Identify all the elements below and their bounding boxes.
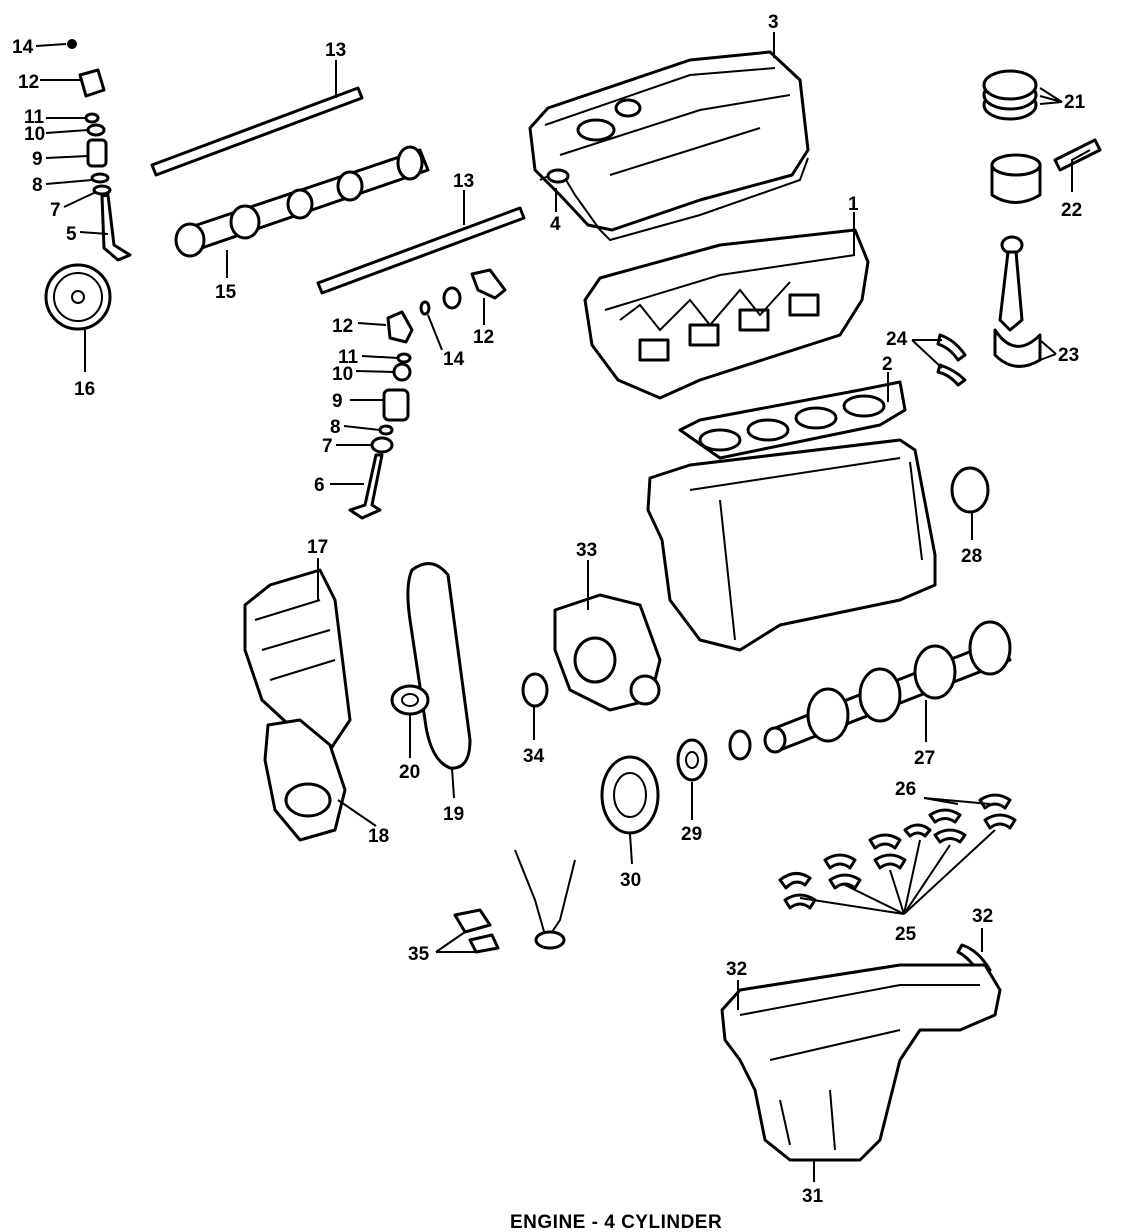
callout-10: 10: [24, 124, 45, 145]
front-seal: [521, 672, 549, 708]
cylinder-head: [583, 228, 870, 400]
main-bearings: [778, 793, 1017, 910]
callout-19: 19: [443, 804, 464, 825]
callout-35: 35: [408, 944, 430, 965]
callout-labels: 14 12 11 10 9 8 7 5 16 13 15 13 12 14 12…: [12, 12, 1086, 1207]
callout-30: 30: [620, 870, 641, 891]
callout-10: 10: [332, 364, 353, 385]
rocker-shaft-lower: [316, 206, 526, 295]
crankshaft: [763, 620, 1012, 754]
timing-belt: [406, 562, 472, 770]
crank-sprocket-small: [728, 729, 752, 761]
callout-18: 18: [368, 826, 389, 847]
callout-17: 17: [307, 537, 328, 558]
callout-12: 12: [473, 327, 494, 348]
callout-15: 15: [215, 282, 237, 303]
callout-14: 14: [443, 349, 465, 370]
callout-11: 11: [24, 107, 45, 128]
belt-tensioner: [390, 684, 430, 716]
callout-29: 29: [681, 824, 702, 845]
callout-8: 8: [330, 417, 341, 438]
head-gasket: [678, 380, 907, 460]
callout-2: 2: [882, 354, 893, 375]
callout-32: 32: [726, 959, 747, 980]
callout-24: 24: [886, 329, 908, 350]
callout-14: 14: [12, 37, 34, 58]
rear-main-seal: [950, 466, 990, 514]
leader-lines: [35, 32, 1091, 1182]
callout-22: 22: [1061, 200, 1082, 221]
callout-33: 33: [576, 540, 597, 561]
callout-23: 23: [1058, 345, 1079, 366]
lower-timing-cover: [263, 718, 347, 842]
callout-16: 16: [74, 379, 95, 400]
callout-34: 34: [523, 746, 545, 767]
cam-sprocket: [44, 263, 112, 331]
oil-pan: [720, 963, 1002, 1162]
callout-7: 7: [50, 200, 61, 221]
callout-3: 3: [768, 12, 779, 33]
callout-4: 4: [550, 214, 561, 235]
callout-11: 11: [338, 347, 359, 368]
oil-pickup-tube: [453, 849, 576, 954]
callout-9: 9: [32, 149, 43, 170]
crank-sprocket: [676, 738, 708, 782]
diagram-caption: ENGINE - 4 CYLINDER: [510, 1212, 722, 1232]
crank-pulley: [600, 755, 660, 835]
oil-pump: [553, 593, 662, 712]
valve-cover-gasket: [539, 157, 809, 242]
piston: [990, 138, 1102, 204]
callout-13: 13: [325, 40, 346, 61]
callout-25: 25: [895, 924, 917, 945]
rocker-shaft-upper: [150, 86, 364, 177]
callout-5: 5: [66, 224, 77, 245]
callout-1: 1: [848, 194, 859, 215]
callout-7: 7: [322, 436, 333, 457]
callout-12: 12: [18, 72, 39, 93]
piston-rings: [982, 69, 1038, 121]
callout-9: 9: [332, 391, 343, 412]
timing-cover: [243, 568, 352, 752]
callout-13: 13: [453, 171, 474, 192]
callout-21: 21: [1064, 92, 1086, 113]
callout-31: 31: [802, 1186, 824, 1207]
callout-28: 28: [961, 546, 982, 567]
connecting-rod: [993, 235, 1042, 368]
callout-27: 27: [914, 748, 935, 769]
engine-block: [646, 438, 937, 652]
callout-6: 6: [314, 475, 325, 496]
rod-bearings: [936, 333, 967, 387]
camshaft: [174, 145, 430, 258]
callout-32: 32: [972, 906, 993, 927]
callout-8: 8: [32, 175, 43, 196]
callout-26: 26: [895, 779, 916, 800]
valve-cover: [528, 50, 810, 232]
callout-12: 12: [332, 316, 353, 337]
valve-train-center: [348, 268, 507, 520]
callout-20: 20: [399, 762, 420, 783]
